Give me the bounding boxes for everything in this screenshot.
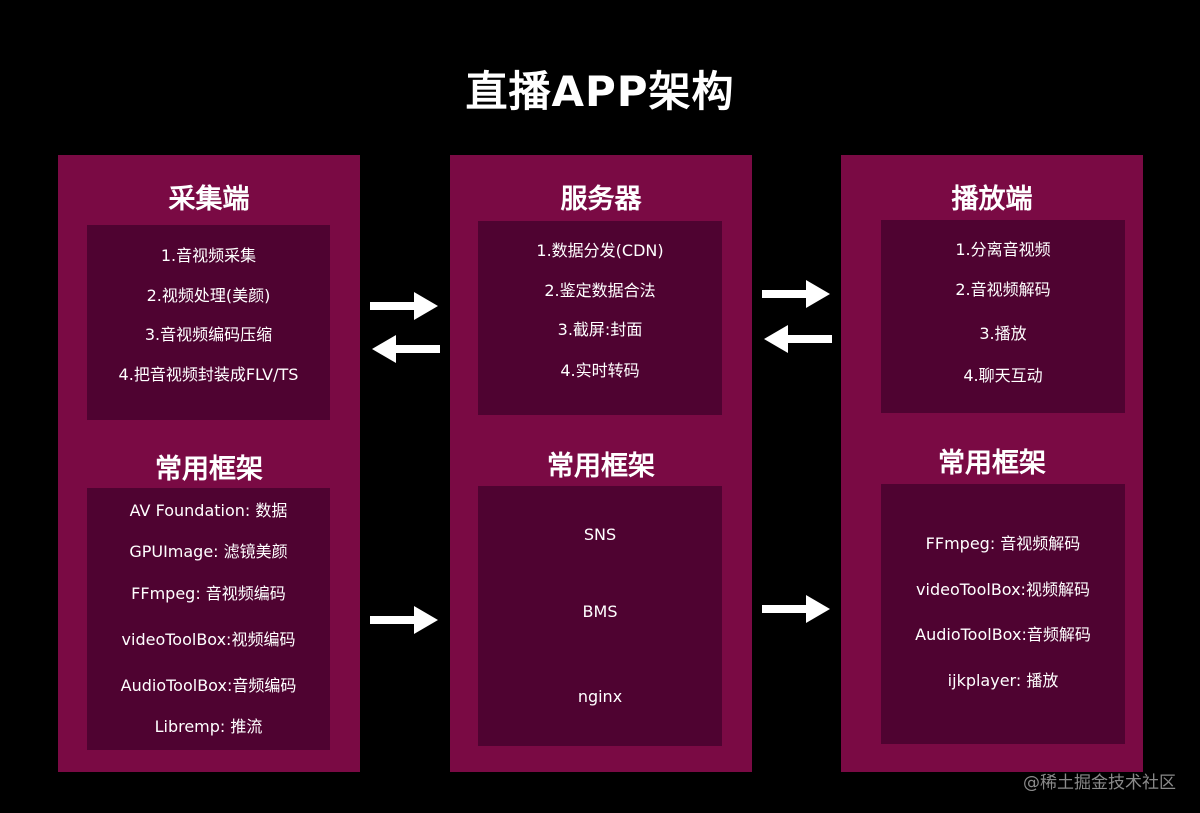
player-step-2: 2.音视频解码 — [955, 280, 1051, 299]
server-step-4: 4.实时转码 — [560, 361, 640, 380]
capture-column: 采集端 1.音视频采集 2.视频处理(美颜) 3.音视频编码压缩 4.把音视频封… — [58, 155, 360, 772]
player-framework-4: ijkplayer: 播放 — [947, 671, 1059, 690]
capture-framework-1: AV Foundation: 数据 — [129, 501, 288, 520]
server-framework-3: nginx — [577, 687, 623, 706]
player-step-1: 1.分离音视频 — [955, 240, 1051, 259]
capture-framework-6: Libremp: 推流 — [154, 717, 263, 736]
capture-framework-2: GPUImage: 滤镜美颜 — [129, 542, 288, 561]
capture-step-1: 1.音视频采集 — [160, 246, 257, 265]
server-column: 服务器 1.数据分发(CDN) 2.鉴定数据合法 3.截屏:封面 4.实时转码 … — [450, 155, 752, 772]
arrow-right-icon — [762, 280, 830, 308]
server-title: 服务器 — [560, 184, 642, 215]
page-title: 直播APP架构 — [465, 67, 735, 116]
capture-title: 采集端 — [168, 184, 250, 215]
player-framework-2: videoToolBox:视频解码 — [916, 580, 1090, 599]
player-framework-1: FFmpeg: 音视频解码 — [925, 534, 1081, 553]
player-frameworks-box: FFmpeg: 音视频解码 videoToolBox:视频解码 AudioToo… — [881, 484, 1125, 744]
server-framework-title: 常用框架 — [547, 451, 655, 482]
capture-step-4: 4.把音视频封装成FLV/TS — [118, 365, 299, 384]
player-steps-box: 1.分离音视频 2.音视频解码 3.播放 4.聊天互动 — [881, 220, 1125, 413]
capture-frameworks-box: AV Foundation: 数据 GPUImage: 滤镜美颜 FFmpeg:… — [87, 488, 330, 750]
capture-framework-5: AudioToolBox:音频编码 — [120, 676, 297, 695]
capture-framework-4: videoToolBox:视频编码 — [121, 630, 296, 649]
arrow-left-icon — [372, 335, 440, 363]
player-framework-3: AudioToolBox:音频解码 — [915, 625, 1091, 644]
player-framework-title: 常用框架 — [938, 448, 1046, 479]
capture-step-2: 2.视频处理(美颜) — [146, 286, 271, 305]
capture-steps-box: 1.音视频采集 2.视频处理(美颜) 3.音视频编码压缩 4.把音视频封装成FL… — [87, 225, 330, 420]
arrow-right-icon — [370, 606, 438, 634]
server-framework-2: BMS — [582, 602, 618, 621]
server-framework-1: SNS — [583, 525, 617, 544]
server-step-2: 2.鉴定数据合法 — [544, 281, 656, 300]
watermark: @稀土掘金技术社区 — [1023, 773, 1176, 793]
arrow-right-icon — [370, 292, 438, 320]
capture-framework-title: 常用框架 — [155, 454, 263, 485]
player-column: 播放端 1.分离音视频 2.音视频解码 3.播放 4.聊天互动 常用框架 FFm… — [841, 155, 1143, 772]
player-title: 播放端 — [951, 184, 1033, 215]
capture-framework-3: FFmpeg: 音视频编码 — [131, 584, 286, 603]
arrow-right-icon — [762, 595, 830, 623]
player-step-3: 3.播放 — [979, 324, 1027, 343]
arrow-left-icon — [764, 325, 832, 353]
capture-step-3: 3.音视频编码压缩 — [144, 325, 273, 344]
server-step-3: 3.截屏:封面 — [557, 320, 643, 339]
player-step-4: 4.聊天互动 — [963, 366, 1043, 385]
server-steps-box: 1.数据分发(CDN) 2.鉴定数据合法 3.截屏:封面 4.实时转码 — [478, 221, 722, 415]
server-step-1: 1.数据分发(CDN) — [536, 241, 664, 260]
server-frameworks-box: SNS BMS nginx — [478, 486, 722, 746]
